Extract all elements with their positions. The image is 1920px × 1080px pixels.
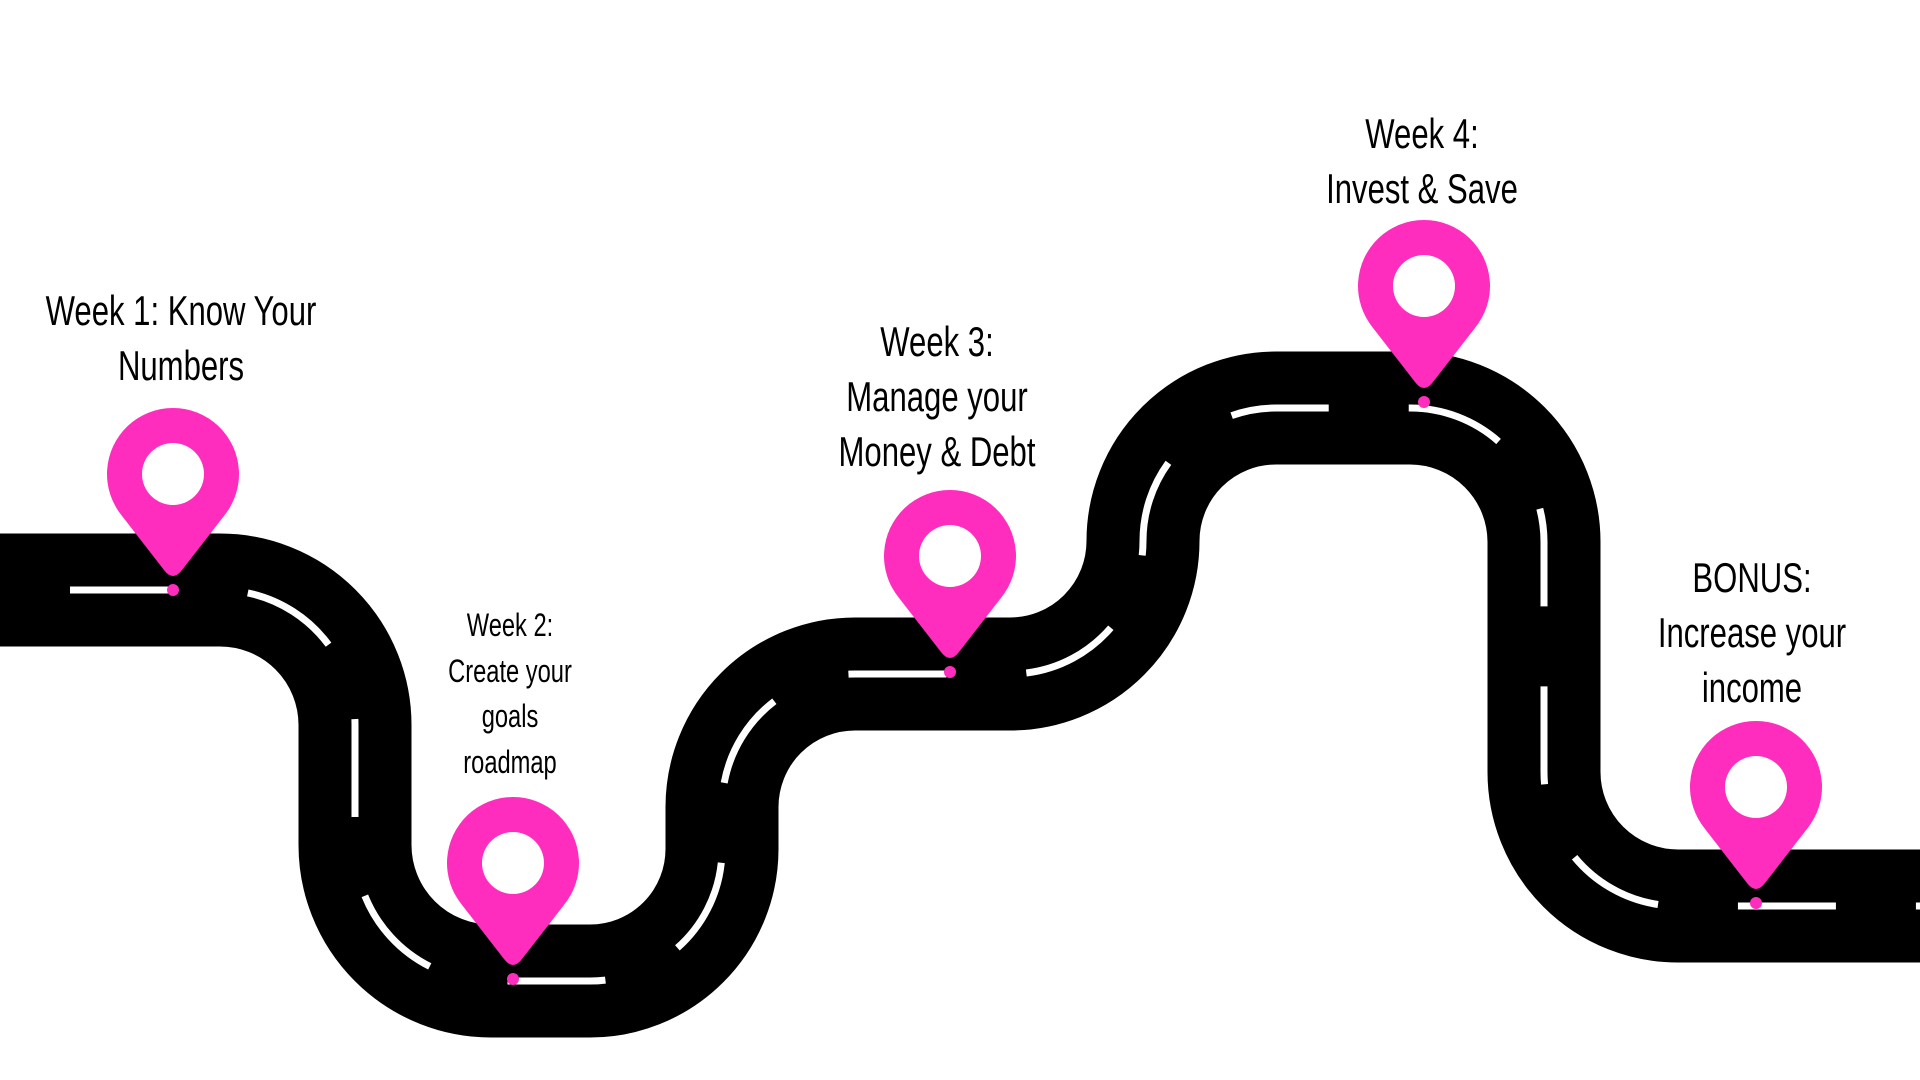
map-pin-dot	[1418, 396, 1430, 408]
lane-center-line	[0, 404, 1920, 985]
milestone-label-line: Increase your	[1657, 609, 1847, 656]
map-pin-icon	[1690, 721, 1822, 909]
milestone-label-week-2: Week 2: Create your goals roadmap	[426, 609, 593, 791]
map-pin-dot	[507, 973, 519, 985]
milestone-label-line: Week 3:	[880, 318, 994, 365]
milestone-label-line: goals	[481, 698, 539, 734]
milestone-label-line: Invest & Save	[1326, 165, 1518, 212]
map-pin-icon	[447, 797, 579, 985]
map-pin-icon	[884, 490, 1016, 678]
map-pin-hole	[1725, 756, 1787, 818]
milestone-label-week-3: Week 3: Manage your Money & Debt	[804, 321, 1070, 486]
milestone-label-line: Numbers	[117, 342, 245, 389]
map-pin-hole	[919, 525, 981, 587]
map-pin-dot	[1750, 897, 1762, 909]
milestone-label-line: Create your	[448, 652, 572, 689]
milestone-label-bonus: BONUS: Increase your income	[1625, 557, 1879, 722]
milestone-label-line: Week 4:	[1365, 110, 1479, 157]
milestone-label-line: Manage your	[846, 373, 1028, 420]
map-pin-icon	[106, 408, 239, 596]
map-pin-hole	[482, 832, 544, 894]
milestone-label-line: Week 2:	[466, 607, 554, 643]
milestone-label-week-1: Week 1: Know Your Numbers	[0, 290, 364, 400]
milestone-label-week-4: Week 4: Invest & Save	[1292, 113, 1551, 223]
milestone-pins	[106, 220, 1822, 985]
map-pin-dot	[167, 584, 179, 596]
map-pin-icon	[1358, 220, 1490, 408]
map-pin-hole	[1393, 255, 1455, 317]
milestone-label-line: income	[1701, 664, 1803, 711]
milestone-label-line: Money & Debt	[838, 428, 1036, 475]
map-pin-hole	[142, 443, 204, 505]
milestone-label-line: BONUS:	[1692, 554, 1812, 601]
milestone-label-line: roadmap	[463, 743, 557, 780]
milestone-label-line: Week 1: Know Your	[45, 287, 317, 334]
map-pin-dot	[944, 666, 956, 678]
